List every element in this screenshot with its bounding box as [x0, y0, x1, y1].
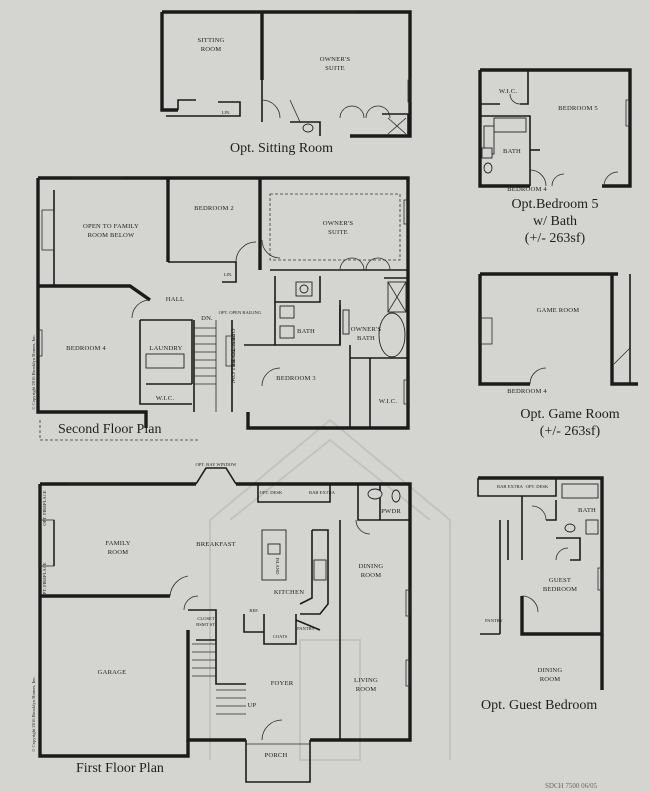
opt-sitting-room-caption: Opt. Sitting Room: [230, 141, 334, 156]
owners-bath-label: OWNER'S: [351, 326, 382, 333]
guest-bedroom-plan: BAR EXTRA OPT. DESK BATH GUEST BEDROOM P…: [477, 476, 604, 690]
open-to-family-label-2: ROOM BELOW: [88, 232, 135, 239]
bedroom-4-label: BEDROOM 4: [66, 345, 106, 352]
opt-guest-bedroom-caption: Opt. Guest Bedroom: [481, 698, 598, 713]
up-label: UP: [248, 702, 257, 709]
pantry-label: PANTRY: [297, 626, 315, 631]
dining-room-label-2: ROOM: [361, 572, 382, 579]
sitting-room-plan: SITTING ROOM OWNER'S SUITE LIN.: [160, 10, 412, 138]
opt-fireplace-label-2: OPT. FIREPLACE: [42, 562, 47, 597]
bath-label: BATH: [503, 148, 521, 155]
bedroom-4-label: BEDROOM 4: [507, 186, 547, 193]
pantry-label: PANTRY: [485, 618, 503, 623]
linen-label: LIN.: [224, 272, 233, 277]
powder-room-label: PWDR: [381, 508, 401, 515]
opt-game-room-caption-line2: (+/- 263sf): [539, 424, 601, 439]
guest-bedroom-label-2: BEDROOM: [543, 586, 577, 593]
bar-extra-label: BAR EXTRA: [497, 484, 524, 489]
kitchen-label: KITCHEN: [274, 589, 304, 596]
hall-label: HALL: [166, 296, 184, 303]
caption-underline: [39, 420, 200, 441]
closet-label-2: BSMT ST.: [196, 622, 216, 627]
living-room-label: LIVING: [354, 677, 378, 684]
owners-suite-label: OWNER'S: [323, 220, 354, 227]
opt-bedroom5-caption-line1: Opt.Bedroom 5: [511, 197, 599, 212]
guest-bedroom-label: GUEST: [549, 577, 571, 584]
opt-desk-label: OPT. DESK: [260, 490, 283, 495]
opt-bedroom5-caption-line2: w/ Bath: [533, 214, 577, 229]
second-floor-plan: OPEN TO FAMILY ROOM BELOW BEDROOM 2 OWNE…: [31, 176, 410, 430]
bedroom-5-label: BEDROOM 5: [558, 105, 598, 112]
second-floor-plan-caption: Second Floor Plan: [58, 422, 162, 437]
stair-treads-first: [192, 643, 246, 715]
owners-suite-label-2: SUITE: [328, 229, 348, 236]
owners-suite-label-2: SUITE: [325, 65, 345, 72]
copyright-second-floor: © Copyright 2016 Brooklyn Homes, Inc.: [31, 334, 37, 410]
family-room-label: FAMILY: [105, 540, 130, 547]
opt-bedroom5-caption: Opt.Bedroom 5 w/ Bath (+/- 263sf): [490, 196, 620, 247]
opt-bedroom5-caption-line3: (+/- 263sf): [524, 231, 586, 246]
bath-label: BATH: [578, 507, 596, 514]
family-room-label-2: ROOM: [108, 549, 129, 556]
background-house-watermark: [209, 418, 451, 761]
island-label: ISLAND: [275, 558, 280, 576]
first-floor-plan-caption: First Floor Plan: [76, 761, 164, 776]
game-room-plan: GAME ROOM BEDROOM 4: [478, 272, 638, 395]
garage-label: GARAGE: [98, 669, 127, 676]
stair-treads: [194, 320, 217, 412]
coats-label: COATS: [273, 634, 288, 639]
living-room-label-2: ROOM: [356, 686, 377, 693]
dining-room-label: DINING: [538, 667, 563, 674]
opt-bay-window-label: OPT. BAY WINDOW: [196, 462, 238, 467]
bedroom-3-label: BEDROOM 3: [276, 375, 316, 382]
game-room-label: GAME ROOM: [537, 307, 580, 314]
wic-left-label: W.I.C.: [156, 395, 175, 402]
wic-right-label: W.I.C.: [379, 398, 398, 405]
open-to-below-label: OPEN TO BELOW: [229, 328, 236, 384]
bar-extra-label: BAR EXTRA: [309, 490, 336, 495]
linen-label: LIN.: [222, 110, 231, 115]
dining-room-label-2: ROOM: [540, 676, 561, 683]
foyer-label: FOYER: [271, 680, 294, 687]
bedroom-4-label: BEDROOM 4: [507, 388, 547, 395]
porch-label: PORCH: [265, 752, 288, 759]
breakfast-label: BREAKFAST: [196, 541, 236, 548]
copyright-first-floor: © Copyright 2016 Brooklyn Homes, Inc.: [31, 676, 37, 752]
owners-suite-label: OWNER'S: [320, 56, 351, 63]
opt-game-room-caption: Opt. Game Room (+/- 263sf): [500, 406, 640, 440]
opt-desk-label: OPT. DESK: [526, 484, 549, 489]
bedroom5-plan: W.I.C. BEDROOM 5 BATH BEDROOM 4: [478, 68, 632, 193]
laundry-label: LAUNDRY: [149, 345, 182, 352]
closet-label: CLOSET: [197, 616, 215, 621]
ref-label: REF.: [249, 608, 258, 613]
sitting-room-label: SITTING: [197, 37, 224, 44]
first-floor-plan: OPT. BAY WINDOW OPT. DESK BAR EXTRA PWDR…: [31, 462, 412, 783]
open-to-family-label: OPEN TO FAMILY: [83, 223, 139, 230]
bath-label: BATH: [297, 328, 315, 335]
opt-game-room-caption-line1: Opt. Game Room: [520, 407, 620, 422]
owners-bath-label-2: BATH: [357, 335, 375, 342]
bedroom-2-label: BEDROOM 2: [194, 205, 234, 212]
footer-mark: SDCH 7500 06/05: [545, 782, 598, 790]
sitting-room-label-2: ROOM: [201, 46, 222, 53]
opt-open-railing-label: OPT. OPEN RAILING: [219, 310, 262, 315]
dining-room-label: DINING: [359, 563, 384, 570]
down-label: DN.: [201, 315, 213, 322]
wic-label: W.I.C.: [499, 88, 518, 95]
opt-fireplace-label: OPT. FIREPLACE: [42, 490, 47, 525]
